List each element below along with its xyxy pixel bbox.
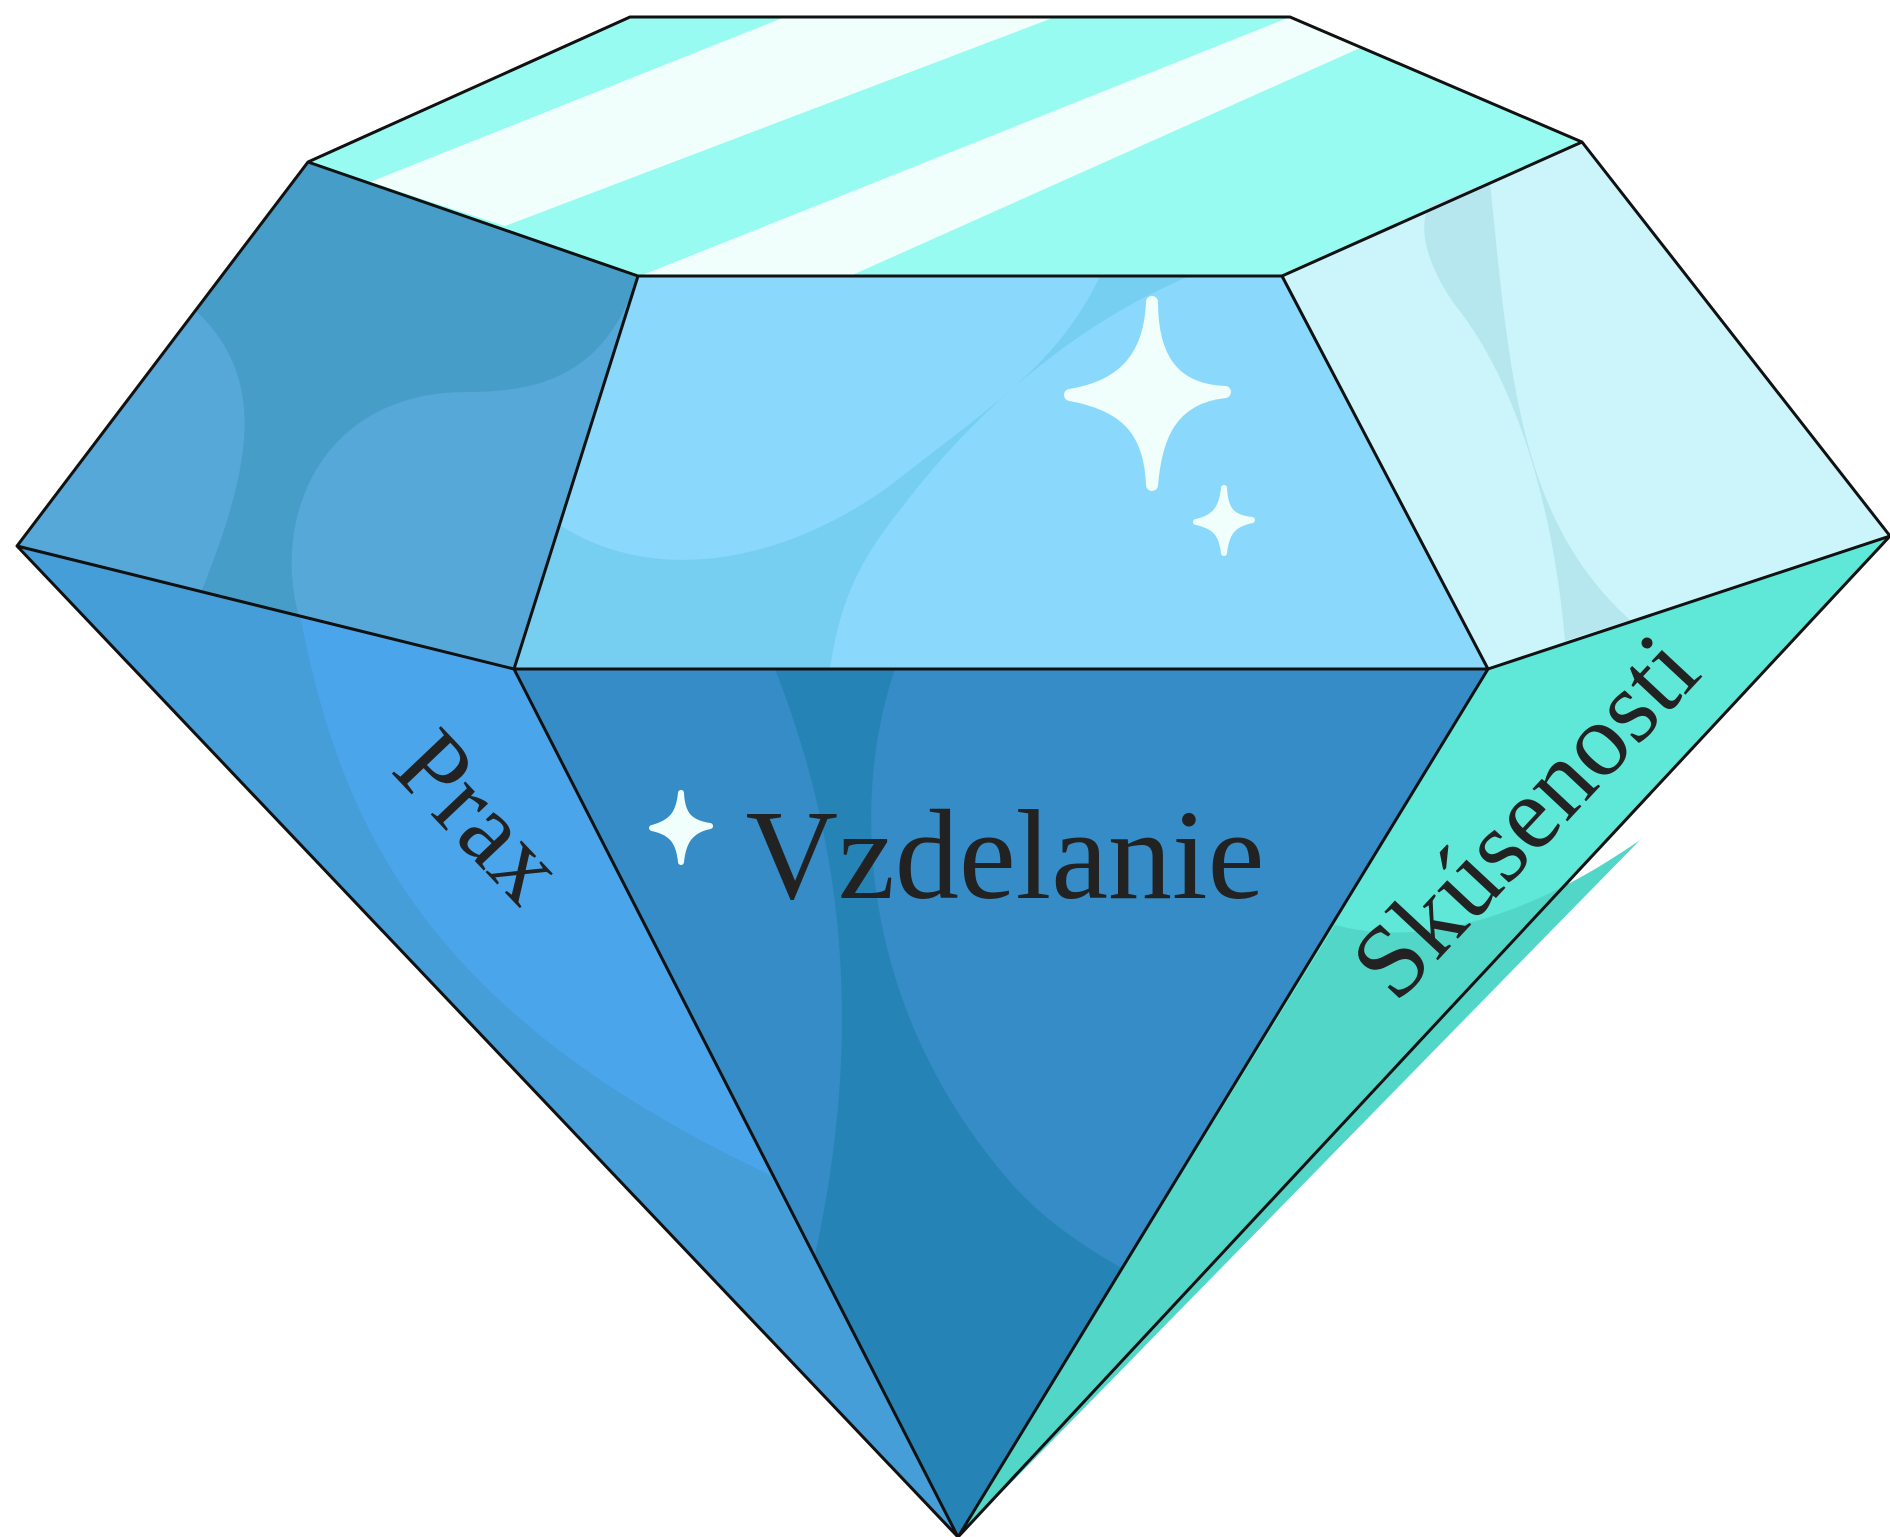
center-label: Vzdelanie [746,784,1265,926]
